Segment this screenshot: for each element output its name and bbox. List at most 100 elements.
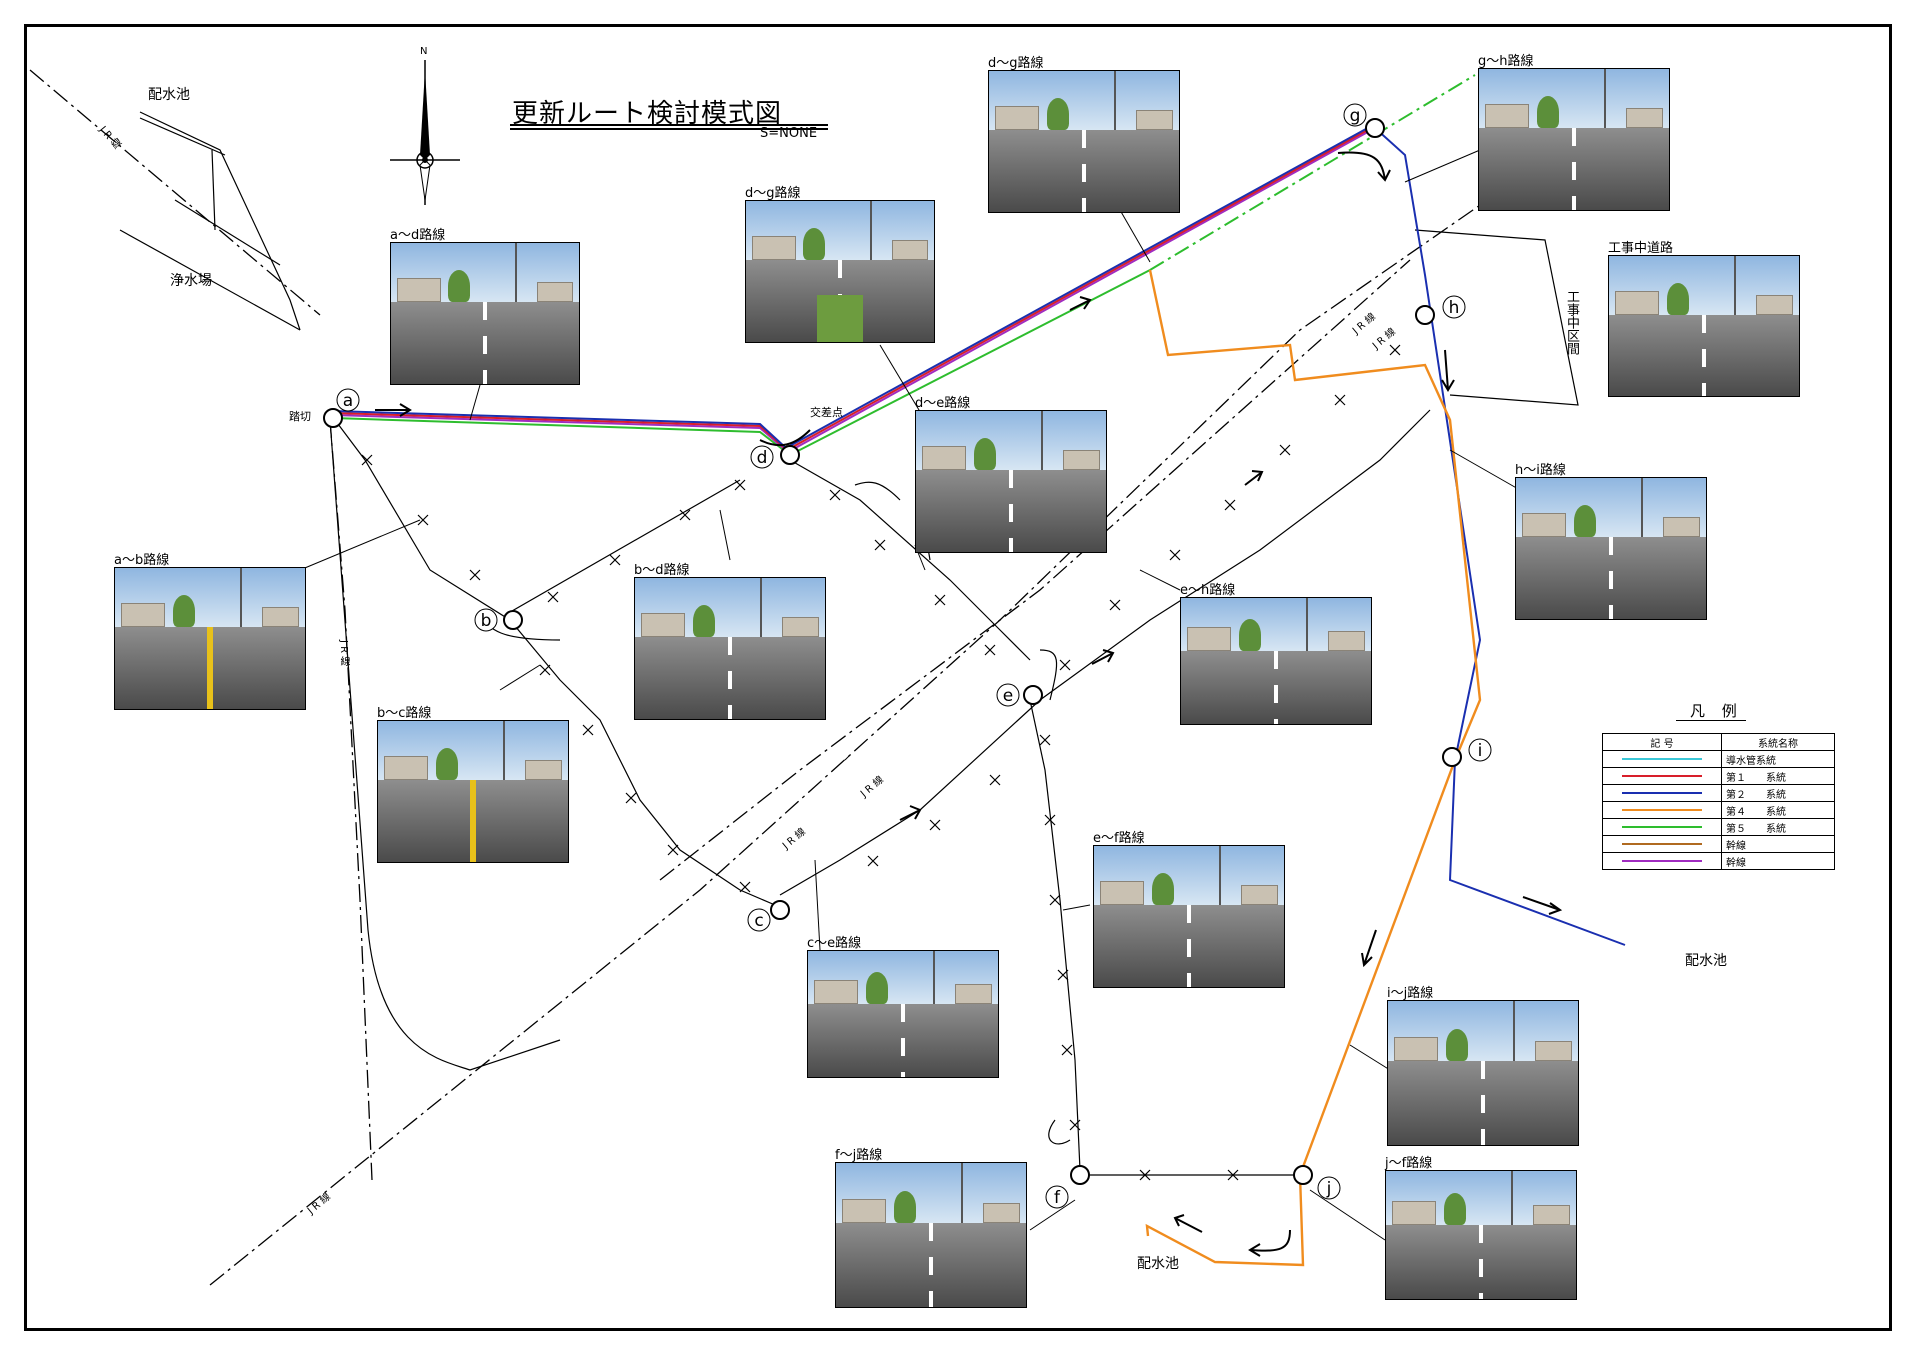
treatment-plant-label: 浄水場 xyxy=(170,273,212,289)
route-system-1 xyxy=(332,125,1376,452)
legend-swatch xyxy=(1602,818,1722,836)
legend-row: 第１ 系統 xyxy=(1602,767,1835,785)
route-photo xyxy=(1608,255,1800,397)
route-photo xyxy=(1180,597,1372,725)
node-a-marker xyxy=(323,408,343,428)
flow-arrows xyxy=(375,151,1563,1257)
route-photo xyxy=(377,720,569,863)
reservoir-top-label: 配水池 xyxy=(148,87,190,103)
photo-caption: b～d路線 xyxy=(634,563,690,578)
node-h-label: h xyxy=(1449,298,1460,318)
node-f-label: f xyxy=(1054,1188,1061,1208)
legend-row: 幹線 xyxy=(1602,835,1835,853)
reservoir-bottom-label: 配水池 xyxy=(1137,1256,1179,1272)
legend-system-name: 第４ 系統 xyxy=(1721,801,1835,819)
legend-system-name: 幹線 xyxy=(1721,835,1835,853)
route-photo xyxy=(634,577,826,720)
route-photo xyxy=(988,70,1180,213)
pipe-routes xyxy=(332,74,1626,1267)
legend-swatch xyxy=(1602,801,1722,819)
legend-swatch xyxy=(1602,750,1722,768)
north-label: N xyxy=(420,46,428,57)
crossing-label: 踏切 xyxy=(289,410,311,423)
node-c-label: c xyxy=(754,911,763,931)
photo-caption: j～f路線 xyxy=(1385,1156,1433,1171)
photo-caption: c～e路線 xyxy=(807,936,862,951)
photo-caption: a～d路線 xyxy=(390,228,446,243)
reservoir-right-label: 配水池 xyxy=(1685,953,1727,969)
photo-caption: d～g路線 xyxy=(745,186,801,201)
node-d-label: d xyxy=(757,448,768,468)
node-f-marker xyxy=(1070,1165,1090,1185)
legend-swatch xyxy=(1602,852,1722,870)
legend-swatch xyxy=(1602,835,1722,853)
construction-section-label: 工事中区間 xyxy=(1564,290,1579,355)
photo-caption: d～e路線 xyxy=(915,396,971,411)
photo-leaders xyxy=(299,149,1521,1241)
node-e-label: e xyxy=(1003,686,1013,706)
legend-system-name: 幹線 xyxy=(1721,852,1835,870)
route-photo xyxy=(1387,1000,1579,1146)
route-photo xyxy=(1385,1170,1577,1300)
jr-line-upper-left xyxy=(29,69,321,316)
intersection-label: 交差点 xyxy=(810,406,843,419)
route-main-purple xyxy=(332,127,1376,454)
legend-row: 導水管系統 xyxy=(1602,750,1835,768)
node-i-label: i xyxy=(1478,741,1483,761)
route-photo xyxy=(807,950,999,1078)
photo-caption: d～g路線 xyxy=(988,56,1044,71)
photo-caption: i～j路線 xyxy=(1387,986,1434,1001)
legend-swatch xyxy=(1602,784,1722,802)
photo-caption: f～j路線 xyxy=(835,1148,883,1163)
legend-row: 第４ 系統 xyxy=(1602,801,1835,819)
node-e-marker xyxy=(1023,685,1043,705)
legend-swatch xyxy=(1602,767,1722,785)
node-d-marker xyxy=(780,445,800,465)
route-system-2 xyxy=(332,123,1376,450)
north-arrow-icon xyxy=(390,60,460,205)
legend-system-name: 第２ 系統 xyxy=(1721,784,1835,802)
legend-system-name: 第１ 系統 xyxy=(1721,767,1835,785)
pipe-ticks xyxy=(361,344,1401,1181)
jr-label-2: J R 線 xyxy=(338,640,349,667)
legend-system-name: 第５ 系統 xyxy=(1721,818,1835,836)
node-j-marker xyxy=(1293,1165,1313,1185)
legend-title: 凡 例 xyxy=(1690,702,1743,720)
photo-caption: 工事中道路 xyxy=(1608,241,1674,256)
node-markers xyxy=(323,118,1462,1185)
route-photo xyxy=(390,242,580,385)
route-system-2-east xyxy=(1374,127,1626,946)
route-photo xyxy=(1515,477,1707,620)
route-system-5-ext xyxy=(1149,74,1476,271)
photo-caption: g～h路線 xyxy=(1478,54,1534,69)
photo-caption: e～f路線 xyxy=(1093,831,1145,846)
title-underline xyxy=(510,124,828,126)
legend-table: 記 号 系統名称 導水管系統第１ 系統第２ 系統第４ 系統第５ 系統幹線幹線 xyxy=(1602,733,1835,870)
legend: 記 号 系統名称 導水管系統第１ 系統第２ 系統第４ 系統第５ 系統幹線幹線 xyxy=(1602,733,1835,870)
node-c-marker xyxy=(770,900,790,920)
legend-title-underline xyxy=(1676,720,1746,721)
route-photo xyxy=(1478,68,1670,211)
node-g-label: g xyxy=(1350,106,1361,126)
node-a-label: a xyxy=(343,391,353,411)
map-frame xyxy=(24,24,1892,1331)
route-photo xyxy=(114,567,306,710)
node-b-label: b xyxy=(481,611,492,631)
title-underline-2 xyxy=(510,128,828,130)
route-photo xyxy=(745,200,935,343)
jr-line-left-vertical xyxy=(329,419,373,1181)
node-b-marker xyxy=(503,610,523,630)
photo-caption: a～b路線 xyxy=(114,553,170,568)
node-j-label: j xyxy=(1326,1179,1332,1199)
photo-caption: e～h路線 xyxy=(1180,583,1236,598)
route-system-5 xyxy=(332,269,1151,457)
legend-row: 幹線 xyxy=(1602,852,1835,870)
route-system-4 xyxy=(1145,269,1482,1267)
base-roads xyxy=(119,111,1579,1176)
photo-caption: h～i路線 xyxy=(1515,463,1566,478)
legend-system-name: 導水管系統 xyxy=(1721,750,1835,768)
route-photo xyxy=(1093,845,1285,988)
photo-caption: b～c路線 xyxy=(377,706,432,721)
legend-row: 第２ 系統 xyxy=(1602,784,1835,802)
